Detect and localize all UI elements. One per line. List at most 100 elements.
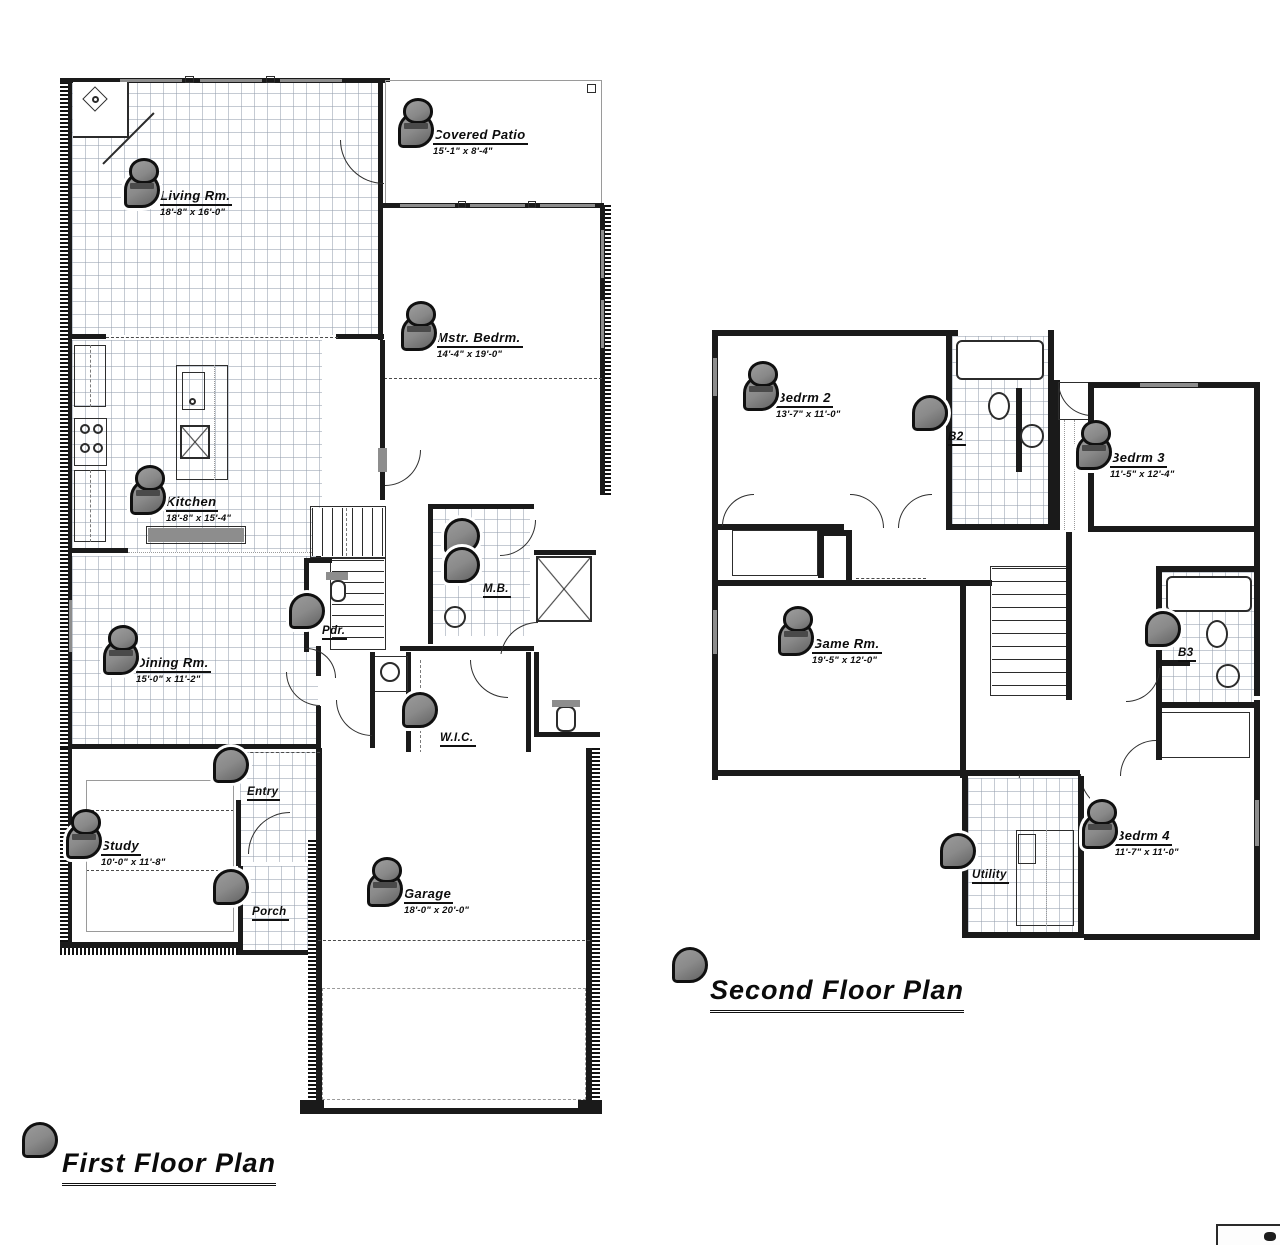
patio-window-3	[540, 204, 595, 207]
study-bottom-wall	[60, 942, 240, 948]
game-room-top-wall	[712, 580, 1060, 586]
bedroom-4-door-swing	[1120, 740, 1156, 776]
bath-3-partition	[1156, 660, 1190, 666]
bath-3-toilet	[1206, 620, 1228, 648]
garage-door-jamb-right	[578, 1100, 602, 1114]
annotation-marker-first-floor-title[interactable]	[22, 1122, 58, 1158]
annotation-marker-bedroom-2[interactable]	[743, 361, 779, 411]
utility-floor	[968, 778, 1078, 936]
annotation-marker-wic[interactable]	[402, 692, 438, 728]
kitchen-counter-dash-1	[90, 345, 91, 407]
garage-entry-dash	[240, 752, 320, 753]
stairwell-wall-right	[1066, 532, 1072, 700]
wic-right-wall	[526, 652, 531, 766]
room-label-game-room: Game Rm. 19'-5" x 12'-0"	[812, 636, 882, 666]
patio-mullion-2	[528, 201, 536, 208]
second-floor-plan: Bedrm 2 13'-7" x 11'-0" Bedrm 3 11'-5" x…	[660, 0, 1280, 1060]
bedroom-2-closet-wall-2	[824, 530, 852, 536]
master-bath-bottom-wall	[400, 646, 534, 651]
porch-floor	[242, 866, 314, 950]
bedroom-4-closet	[1160, 712, 1250, 758]
exterior-wall-left-hatch	[60, 78, 68, 748]
annotation-marker-covered-patio[interactable]	[398, 98, 434, 148]
bedroom-3-window-top	[1140, 383, 1198, 387]
kitchen-range	[74, 418, 107, 466]
annotation-marker-game-room[interactable]	[778, 606, 814, 656]
room-label-bedroom-3: Bedrm 3 11'-5" x 12'-4"	[1110, 450, 1175, 480]
annotation-marker-kitchen[interactable]	[130, 465, 166, 515]
utility-bottom-wall	[962, 932, 1084, 938]
annotation-marker-master-bath-2[interactable]	[444, 547, 480, 583]
kitchen-pantry-wall	[70, 548, 128, 553]
game-room-window-left	[713, 610, 717, 654]
annotation-marker-powder[interactable]	[289, 593, 325, 629]
stair-centerline	[346, 508, 347, 556]
annotation-marker-dining[interactable]	[103, 625, 139, 675]
room-label-bedroom-2: Bedrm 2 13'-7" x 11'-0"	[776, 390, 841, 420]
master-bath-sink-2	[444, 606, 466, 628]
annotation-marker-entry[interactable]	[213, 747, 249, 783]
powder-door-swing	[306, 648, 336, 678]
bedroom-4-closet-wall	[1156, 708, 1162, 760]
kitchen-dishwasher	[180, 425, 210, 459]
garage-door-jamb-left	[300, 1100, 324, 1114]
entry-left-wall	[236, 800, 241, 866]
game-room-opening-dash	[856, 578, 926, 579]
annotation-marker-bedroom-4[interactable]	[1082, 799, 1118, 849]
stair-run-upper	[310, 506, 386, 558]
bath-2-bottom-wall	[952, 524, 1054, 530]
powder-toilet-tank	[326, 572, 348, 580]
room-label-study: Study 10'-0" x 11'-8"	[101, 838, 166, 868]
annotation-marker-porch[interactable]	[213, 869, 249, 905]
bath-2-partition	[1016, 388, 1022, 472]
bedroom-2-closet	[732, 530, 818, 576]
window-mullion-2	[266, 76, 275, 83]
annotation-marker-utility[interactable]	[940, 833, 976, 869]
kitchen-bar-outline	[146, 526, 246, 544]
stair-treads-upper	[312, 508, 384, 556]
burner-2	[93, 424, 103, 434]
living-kitchen-divider-right	[336, 334, 384, 339]
powder-top-wall	[304, 558, 332, 563]
annotation-marker-study[interactable]	[66, 809, 102, 859]
master-bath-top-wall	[428, 504, 534, 509]
master-bath-left-wall	[428, 504, 433, 644]
bedroom-4-window-right	[1255, 800, 1259, 846]
bath-2-right-wall	[1048, 330, 1054, 526]
annotation-marker-master-bath-1[interactable]	[444, 518, 480, 554]
exterior-wall-left	[68, 78, 72, 748]
second-floor-plan-title: Second Floor Plan	[710, 975, 965, 1013]
annotation-marker-garage[interactable]	[367, 857, 403, 907]
powder-toilet	[330, 580, 346, 602]
washer-dryer-divider	[1046, 830, 1047, 926]
master-shower	[536, 556, 592, 622]
annotation-marker-living[interactable]	[124, 158, 160, 208]
mid-hall-wall	[370, 652, 375, 748]
annotation-marker-bedroom-3[interactable]	[1076, 420, 1112, 470]
game-room-bottom-wall	[712, 770, 960, 776]
annotation-marker-bath-2[interactable]	[912, 395, 948, 431]
master-bath-door-swing	[500, 520, 536, 556]
hall-bath-wall	[534, 652, 539, 734]
garage-right-hatch	[592, 748, 600, 1114]
game-room-right-wall	[960, 580, 966, 778]
annotation-marker-second-floor-title[interactable]	[672, 947, 708, 983]
room-label-covered-patio: Covered Patio 15'-1" x 8'-4"	[433, 127, 528, 157]
bath-3-door-swing	[1126, 668, 1160, 702]
annotation-marker-bath-3[interactable]	[1145, 611, 1181, 647]
master-bedroom-left-wall	[380, 340, 385, 450]
annotation-marker-master-bedroom[interactable]	[401, 301, 437, 351]
window-top-3	[280, 79, 342, 82]
patio-window-1	[400, 204, 455, 207]
study-ceiling-line-2	[86, 810, 234, 811]
hall-bath-wall-bottom	[534, 732, 600, 737]
utility-shelf	[1018, 834, 1036, 864]
kitchen-counter-dash-2	[90, 470, 91, 542]
second-stair-treads	[992, 568, 1066, 694]
bedroom-2-right-wall	[946, 330, 952, 530]
corner-toolbar-widget[interactable]	[1216, 1224, 1280, 1245]
bedroom-4-bottom-wall	[1084, 934, 1260, 940]
bedroom-3-bottom-wall	[1088, 526, 1260, 532]
study-ceiling-line-3	[86, 870, 234, 871]
